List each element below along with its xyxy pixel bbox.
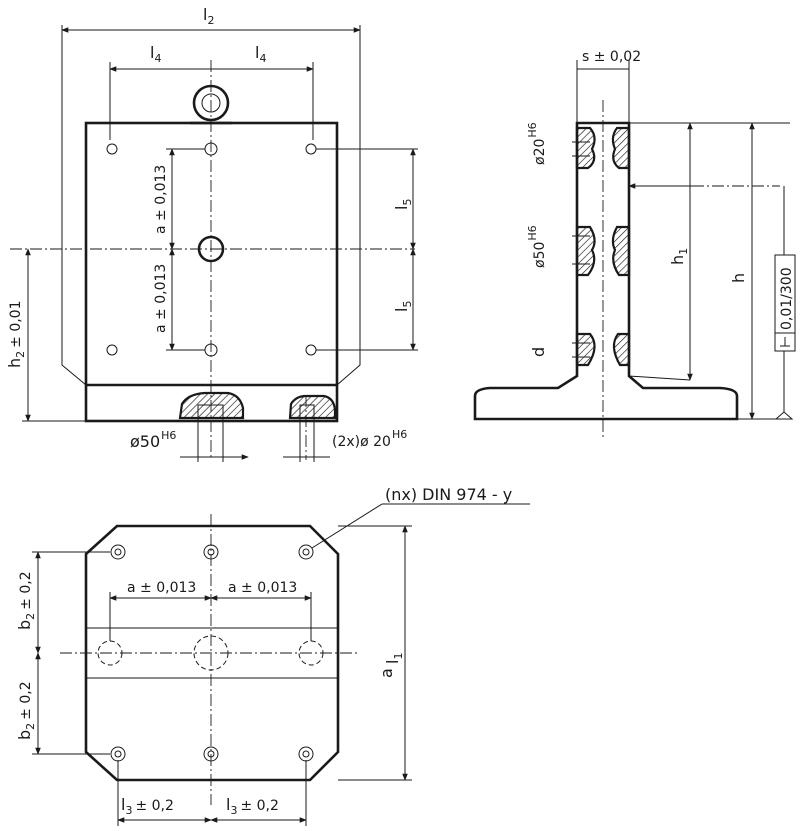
dim-d20-front: (2x)ø 20H6 <box>332 428 407 450</box>
dim-l2: l2 <box>203 5 214 27</box>
front-body-outline <box>84 121 339 423</box>
dim-s: s ± 0,02 <box>582 49 641 65</box>
dim-a-top-left: a ± 0,013 <box>127 580 196 596</box>
dim-h1: h1 <box>668 248 690 265</box>
front-chamfer-right <box>336 123 361 386</box>
dim-d20-side: ø20H6 <box>526 122 548 165</box>
pin-hole-icon <box>110 746 126 762</box>
pin-hole-icon <box>203 746 219 762</box>
pin-hole-icon <box>305 143 317 155</box>
dim-l3-left: l3± 0,2 <box>121 795 174 817</box>
dim-h2: h2± 0,01 <box>5 301 27 369</box>
top-view: (nx) DIN 974 - y b2± 0,2 b2± 0,2 a ± 0,0… <box>15 485 530 826</box>
side-view: s ± 0,02 ø20H6 ø50H6 d h1 h 0,01/300 <box>473 49 796 440</box>
perpendicularity-frame <box>774 254 796 352</box>
dim-d50-side: ø50H6 <box>526 225 548 268</box>
pin-hole-icon <box>298 544 314 560</box>
dim-l3-right: l3± 0,2 <box>226 795 279 817</box>
dim-l1: l1 <box>383 653 405 664</box>
dim-a-top-right: a ± 0,013 <box>228 580 297 596</box>
front-chamfer-left <box>61 123 87 386</box>
dim-a-lower: a ± 0,013 <box>153 264 169 333</box>
pin-hole-icon <box>110 544 126 560</box>
dim-l5-lower: l5 <box>392 301 414 312</box>
front-holes <box>106 142 317 357</box>
center-bore-icon <box>197 235 225 263</box>
dim-d50-front: ø50H6 <box>130 429 176 451</box>
top-outline <box>84 524 340 782</box>
hidden-bore-icon <box>193 635 229 671</box>
datum-triangle-icon <box>774 411 794 420</box>
dim-a-l1: a <box>377 668 396 678</box>
dim-b2-lower: b2± 0,2 <box>15 681 37 740</box>
pin-hole-icon <box>106 143 118 155</box>
side-outline <box>473 121 739 421</box>
dim-l5-upper: l5 <box>392 199 414 210</box>
dim-h: h <box>729 273 748 283</box>
dim-d: d <box>529 347 548 357</box>
front-view: l2 l4 l4 a ± 0,013 a ± 0,013 l5 l5 h2± 0… <box>5 5 418 462</box>
dim-l4-right: l4 <box>255 43 266 65</box>
pin-hole-icon <box>298 746 314 762</box>
dim-b2-upper: b2± 0,2 <box>15 571 37 630</box>
pin-hole-icon <box>203 544 219 560</box>
dim-l4-left: l4 <box>150 43 161 65</box>
front-section-d20 <box>288 394 337 420</box>
tol-perp: 0,01/300 <box>779 267 795 330</box>
pin-hole-icon <box>106 344 118 356</box>
din-label: (nx) DIN 974 - y <box>385 485 512 504</box>
perpendicular-icon <box>780 337 790 347</box>
pin-hole-icon <box>305 344 317 356</box>
dim-a-upper: a ± 0,013 <box>153 165 169 234</box>
